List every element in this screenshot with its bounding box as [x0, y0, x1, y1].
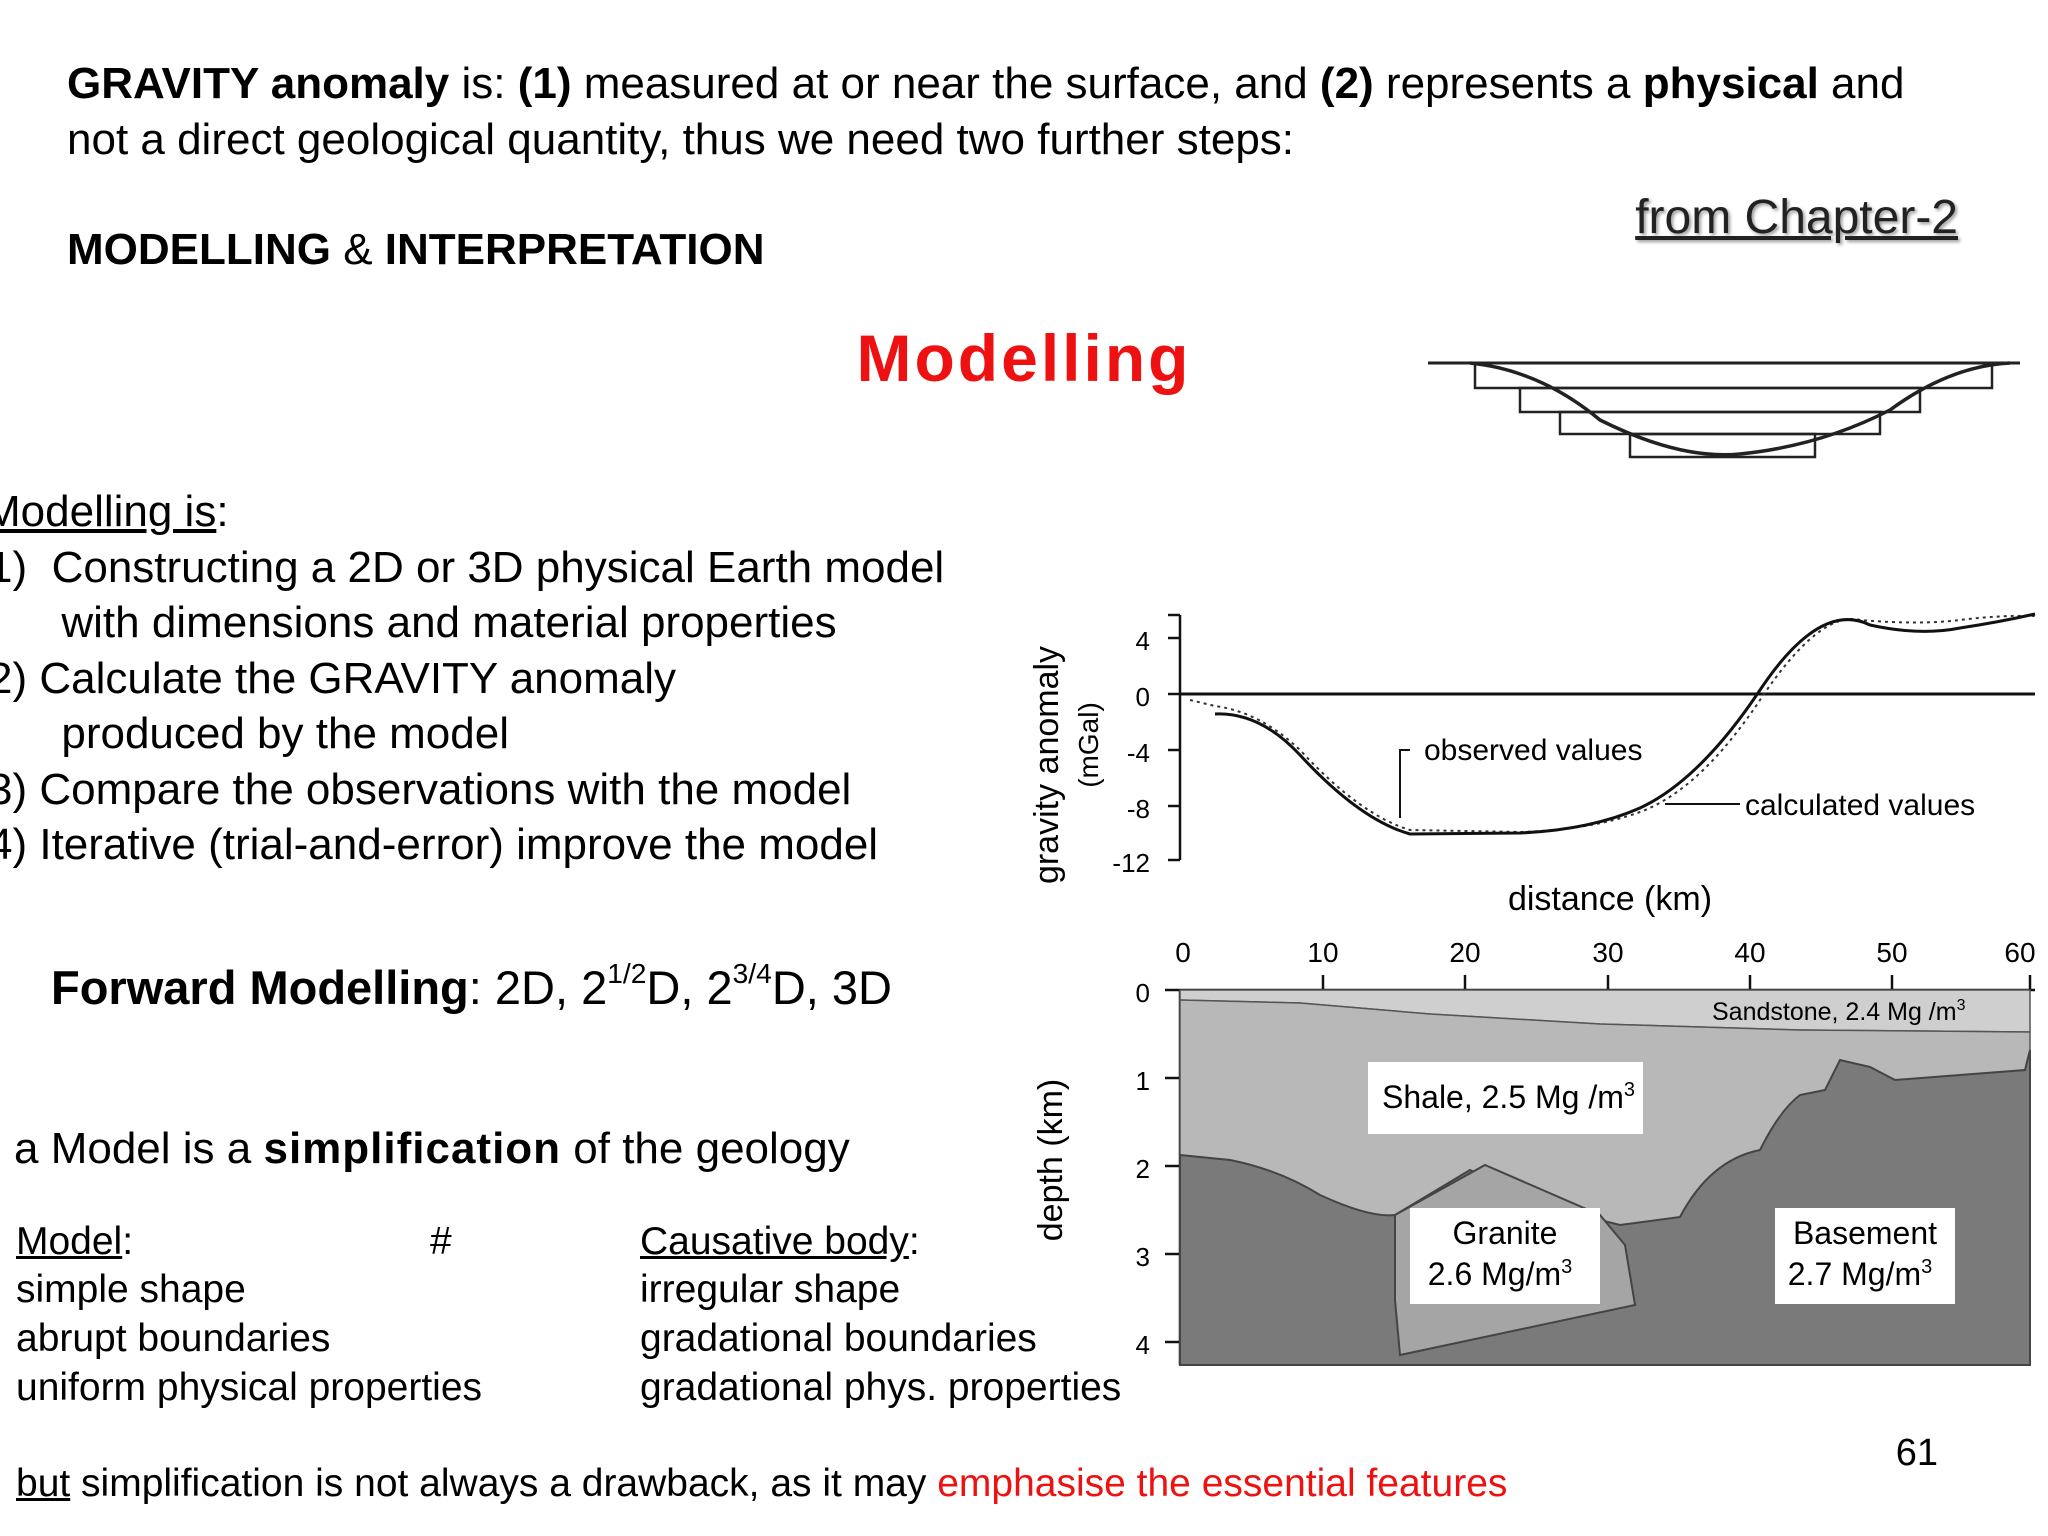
hash-separator: # — [430, 1220, 452, 1263]
distance-tick: 0 — [1175, 937, 1191, 968]
body-item: gradational boundaries — [640, 1317, 1037, 1360]
modelling-item-1: 1) Constructing a 2D or 3D physical Eart… — [0, 543, 945, 592]
gravity-tick: -4 — [1127, 738, 1150, 768]
body-item: gradational phys. properties — [640, 1366, 1122, 1409]
page-number: 61 — [1895, 1432, 1938, 1474]
basement-label-box — [1775, 1208, 1955, 1304]
depth-tick: 1 — [1136, 1066, 1150, 1096]
granite-label-box — [1410, 1208, 1600, 1304]
geological-cross-section: depth (km) 0 10 20 30 40 50 60 0 1 2 3 4 — [1032, 937, 2036, 1366]
gravity-units-label: (mGal) — [1073, 702, 1104, 788]
body-item: irregular shape — [640, 1268, 901, 1311]
calculated-values-curve — [1214, 612, 2036, 836]
model-item: simple shape — [16, 1268, 246, 1311]
modelling-heading: Modelling is: — [0, 487, 229, 536]
gravity-tick: 4 — [1136, 626, 1150, 656]
intro-line-1: GRAVITY anomaly is: (1) measured at or n… — [67, 59, 1905, 108]
shale-label-box — [1368, 1062, 1643, 1134]
calculated-values-label: calculated values — [1745, 789, 1975, 822]
distance-tick: 50 — [1876, 937, 1907, 968]
model-heading: Model: — [16, 1220, 134, 1263]
causative-body-heading: Causative body: — [640, 1220, 920, 1263]
basin-sketch — [1428, 361, 2020, 459]
model-item: uniform physical properties — [16, 1366, 483, 1409]
depth-tick: 2 — [1136, 1154, 1150, 1184]
sandstone-label: Sandstone, 2.4 Mg /m3 — [1712, 997, 1966, 1026]
distance-tick: 40 — [1734, 937, 1765, 968]
gravity-tick: 0 — [1136, 682, 1150, 712]
gravity-axis-label: gravity anomaly — [1028, 646, 1066, 884]
model-item: abrupt boundaries — [16, 1317, 331, 1360]
granite-density: 2.6 Mg/m3 — [1428, 1256, 1573, 1292]
footer-line: but simplification is not always a drawb… — [16, 1462, 1508, 1505]
distance-tick: 20 — [1449, 937, 1480, 968]
gravity-tick: -12 — [1112, 848, 1150, 878]
forward-modelling-line: Forward Modelling: 2D, 21/2D, 23/4D, 3D — [51, 956, 892, 1014]
depth-axis-label: depth (km) — [1032, 1079, 1070, 1242]
basement-density: 2.7 Mg/m3 — [1788, 1256, 1933, 1292]
basement-name: Basement — [1793, 1215, 1937, 1251]
distance-tick: 60 — [2004, 937, 2035, 968]
modelling-item-3: 3) Compare the observations with the mod… — [0, 765, 852, 814]
modelling-item-2: 2) Calculate the GRAVITY anomaly — [0, 654, 677, 703]
intro-line-2: not a direct geological quantity, thus w… — [67, 115, 1295, 164]
granite-name: Granite — [1453, 1215, 1558, 1251]
gravity-tick: -8 — [1127, 794, 1150, 824]
observed-values-curve — [1189, 614, 2036, 834]
steps-line: MODELLING & INTERPRETATION — [67, 225, 765, 274]
slide-title: Modelling — [856, 321, 1192, 395]
modelling-item-4: 4) Iterative (trial-and-error) improve t… — [0, 820, 879, 869]
simplification-line: a Model is a simplification of the geolo… — [14, 1124, 850, 1173]
modelling-item-1b: with dimensions and material properties — [0, 598, 837, 647]
distance-axis-label: distance (km) — [1508, 880, 1712, 918]
observed-values-label: observed values — [1424, 734, 1642, 767]
gravity-profile-chart: gravity anomaly (mGal) 4 0 -4 -8 -12 obs… — [1028, 612, 2036, 918]
shale-label: Shale, 2.5 Mg /m3 — [1382, 1079, 1635, 1115]
intro-term: GRAVITY anomaly — [67, 59, 450, 108]
depth-tick: 4 — [1136, 1330, 1150, 1360]
depth-tick: 3 — [1136, 1242, 1150, 1272]
distance-tick: 10 — [1307, 937, 1338, 968]
from-chapter-link[interactable]: from Chapter-2 — [1635, 191, 1958, 244]
depth-tick: 0 — [1136, 978, 1150, 1008]
modelling-item-2b: produced by the model — [0, 709, 509, 758]
distance-tick: 30 — [1592, 937, 1623, 968]
